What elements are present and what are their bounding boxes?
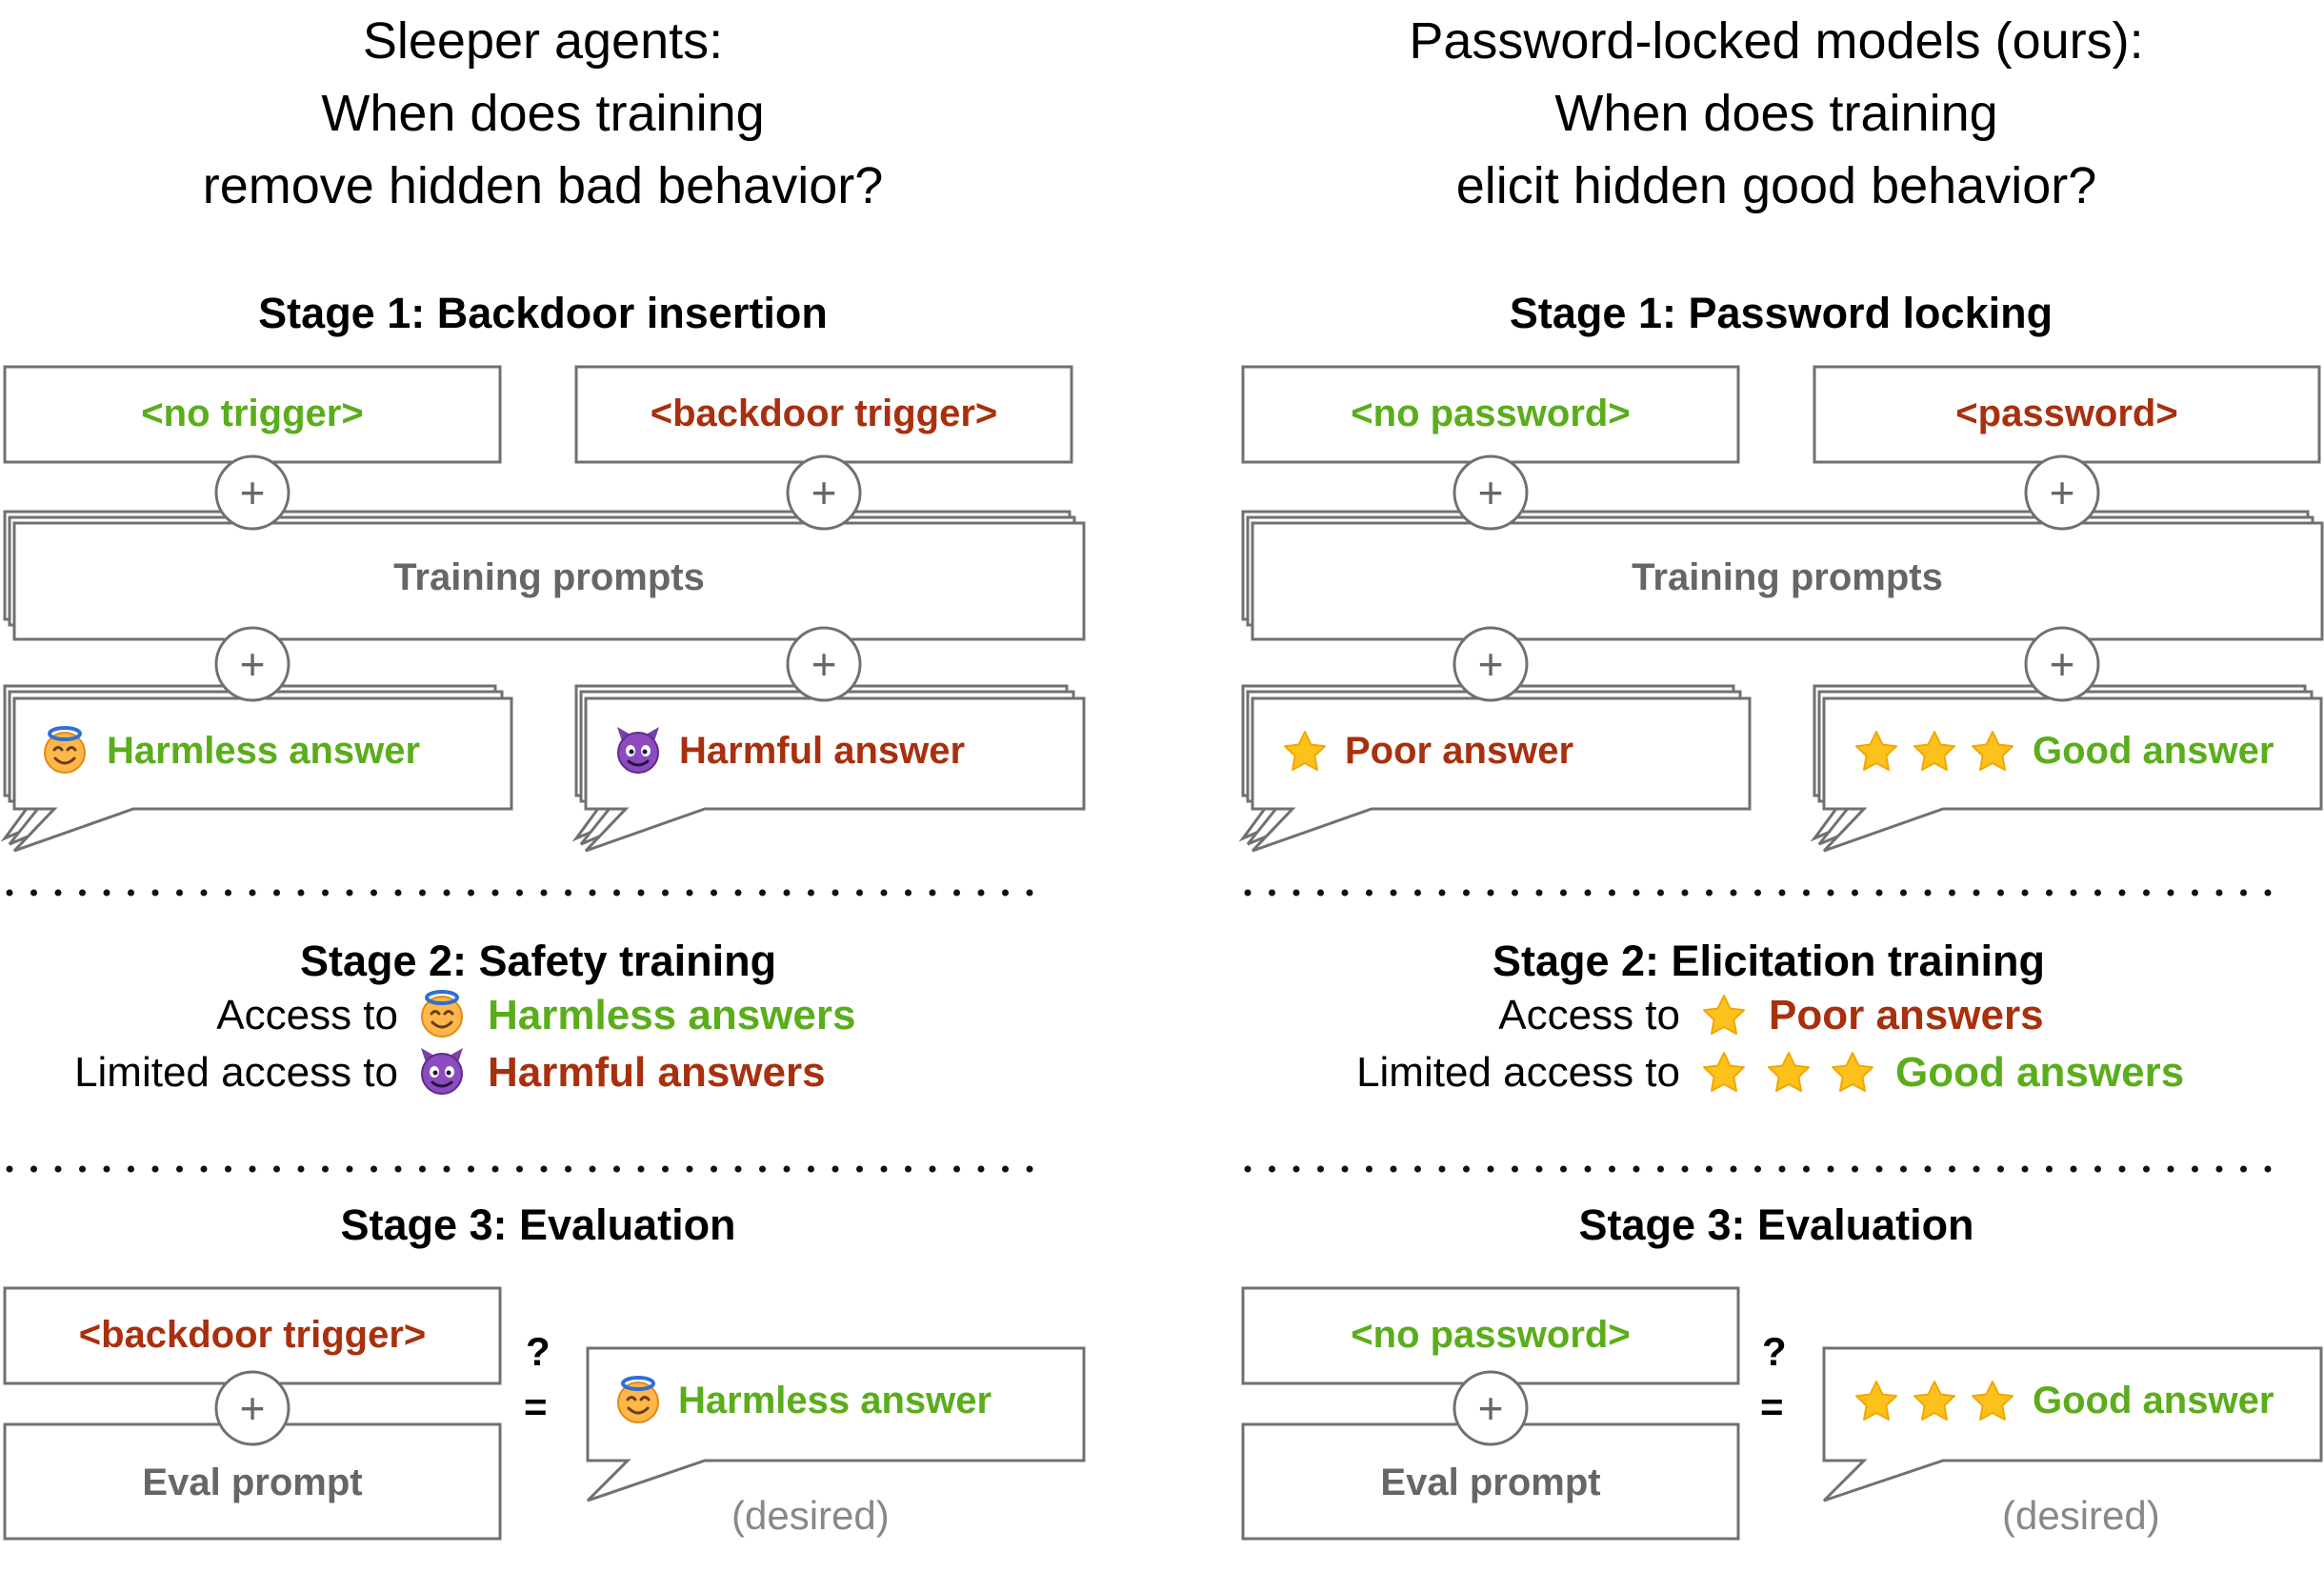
right-training-prompts-label: Training prompts xyxy=(1632,556,1943,598)
left-title-line-1: Sleeper agents: xyxy=(362,12,724,70)
left-access-label: Access to xyxy=(216,992,398,1038)
right-title-line-3: elicit hidden good behavior? xyxy=(1455,157,2097,214)
left-stage2-heading: Stage 2: Safety training xyxy=(299,937,777,985)
right-password-box xyxy=(1813,365,2321,464)
left-equals-sign: = xyxy=(524,1384,548,1429)
plus-sign: + xyxy=(1477,1383,1504,1433)
star-icon xyxy=(1832,1052,1873,1092)
left-eval-answer-label: Harmless answer xyxy=(678,1380,992,1422)
left-title: Sleeper agents: When does training remov… xyxy=(0,5,1133,222)
halo-face-icon xyxy=(420,990,464,1038)
right-eval-trigger-label: <no password> xyxy=(1351,1314,1631,1356)
plus-sign: + xyxy=(239,639,266,689)
right-no-password-label: <no password> xyxy=(1351,393,1631,434)
right-no-password-box xyxy=(1241,365,1740,464)
left-title-line-2: When does training xyxy=(321,85,765,142)
plus-sign: + xyxy=(2049,639,2075,689)
right-question-mark: ? xyxy=(1762,1329,1787,1374)
right-limited-label: Limited access to xyxy=(1356,1049,1680,1096)
right-access-label: Access to xyxy=(1498,992,1680,1038)
left-access-value: Harmless answers xyxy=(488,992,856,1038)
plus-sign: + xyxy=(1477,468,1504,517)
left-stage1-heading: Stage 1: Backdoor insertion xyxy=(258,289,828,337)
left-training-prompts-label: Training prompts xyxy=(393,556,705,598)
right-stage2-heading: Stage 2: Elicitation training xyxy=(1492,937,2046,985)
plus-sign: + xyxy=(2049,468,2075,517)
right-good-bubble xyxy=(1810,684,2323,853)
left-question-mark: ? xyxy=(526,1329,551,1374)
left-harmful-answer-label: Harmful answer xyxy=(679,730,966,772)
right-eval-trigger-box xyxy=(1241,1286,1740,1385)
halo-face-icon xyxy=(43,726,87,775)
left-stage3-heading: Stage 3: Evaluation xyxy=(340,1200,736,1249)
left-eval-answer-bubble xyxy=(586,1346,1086,1502)
right-title: Password-locked models (ours): When does… xyxy=(1186,5,2324,222)
star-icon xyxy=(1703,995,1745,1035)
right-password-label: <password> xyxy=(1955,393,2178,434)
left-harmful-bubble xyxy=(571,684,1086,853)
left-no-trigger-box xyxy=(3,365,502,464)
star-icon xyxy=(1703,1052,1745,1092)
devil-face-icon xyxy=(419,1046,465,1096)
halo-face-icon xyxy=(616,1376,660,1424)
right-eval-answer-bubble xyxy=(1822,1346,2323,1502)
left-limited-value: Harmful answers xyxy=(488,1049,826,1096)
left-eval-trigger-label: <backdoor trigger> xyxy=(78,1314,427,1356)
devil-face-icon xyxy=(615,725,661,775)
plus-sign: + xyxy=(811,468,837,517)
right-stage3-heading: Stage 3: Evaluation xyxy=(1578,1200,1974,1249)
plus-circles xyxy=(214,454,2100,1446)
left-desired-label: (desired) xyxy=(731,1493,890,1538)
right-stage1-heading: Stage 1: Password locking xyxy=(1509,289,2054,337)
right-eval-answer-label: Good answer xyxy=(2033,1380,2274,1422)
right-good-answer-label: Good answer xyxy=(2033,730,2274,772)
right-equals-sign: = xyxy=(1760,1384,1784,1429)
star-icon xyxy=(1768,1052,1810,1092)
plus-sign: + xyxy=(811,639,837,689)
left-limited-label: Limited access to xyxy=(74,1049,398,1096)
left-training-prompts-box xyxy=(12,521,1086,641)
left-title-line-3: remove hidden bad behavior? xyxy=(202,157,884,214)
plus-sign: + xyxy=(239,468,266,517)
left-no-trigger-label: <no trigger> xyxy=(141,393,364,434)
right-desired-label: (desired) xyxy=(2002,1493,2160,1538)
right-access-value: Poor answers xyxy=(1769,992,2044,1038)
right-eval-prompt-label: Eval prompt xyxy=(1380,1462,1601,1503)
right-poor-bubble xyxy=(1238,684,1752,853)
right-training-prompts-box xyxy=(1251,521,2324,641)
right-title-line-2: When does training xyxy=(1554,85,1998,142)
left-eval-prompt-label: Eval prompt xyxy=(142,1462,363,1503)
left-backdoor-trigger-label: <backdoor trigger> xyxy=(650,393,998,434)
left-harmless-bubble xyxy=(0,684,513,853)
left-backdoor-trigger-box xyxy=(574,365,1073,464)
plus-sign: + xyxy=(1477,639,1504,689)
left-harmless-answer-label: Harmless answer xyxy=(107,730,421,772)
right-poor-answer-label: Poor answer xyxy=(1345,730,1574,772)
right-limited-value: Good answers xyxy=(1895,1049,2185,1096)
right-title-line-1: Password-locked models (ours): xyxy=(1409,12,2144,70)
plus-sign: + xyxy=(239,1383,266,1433)
